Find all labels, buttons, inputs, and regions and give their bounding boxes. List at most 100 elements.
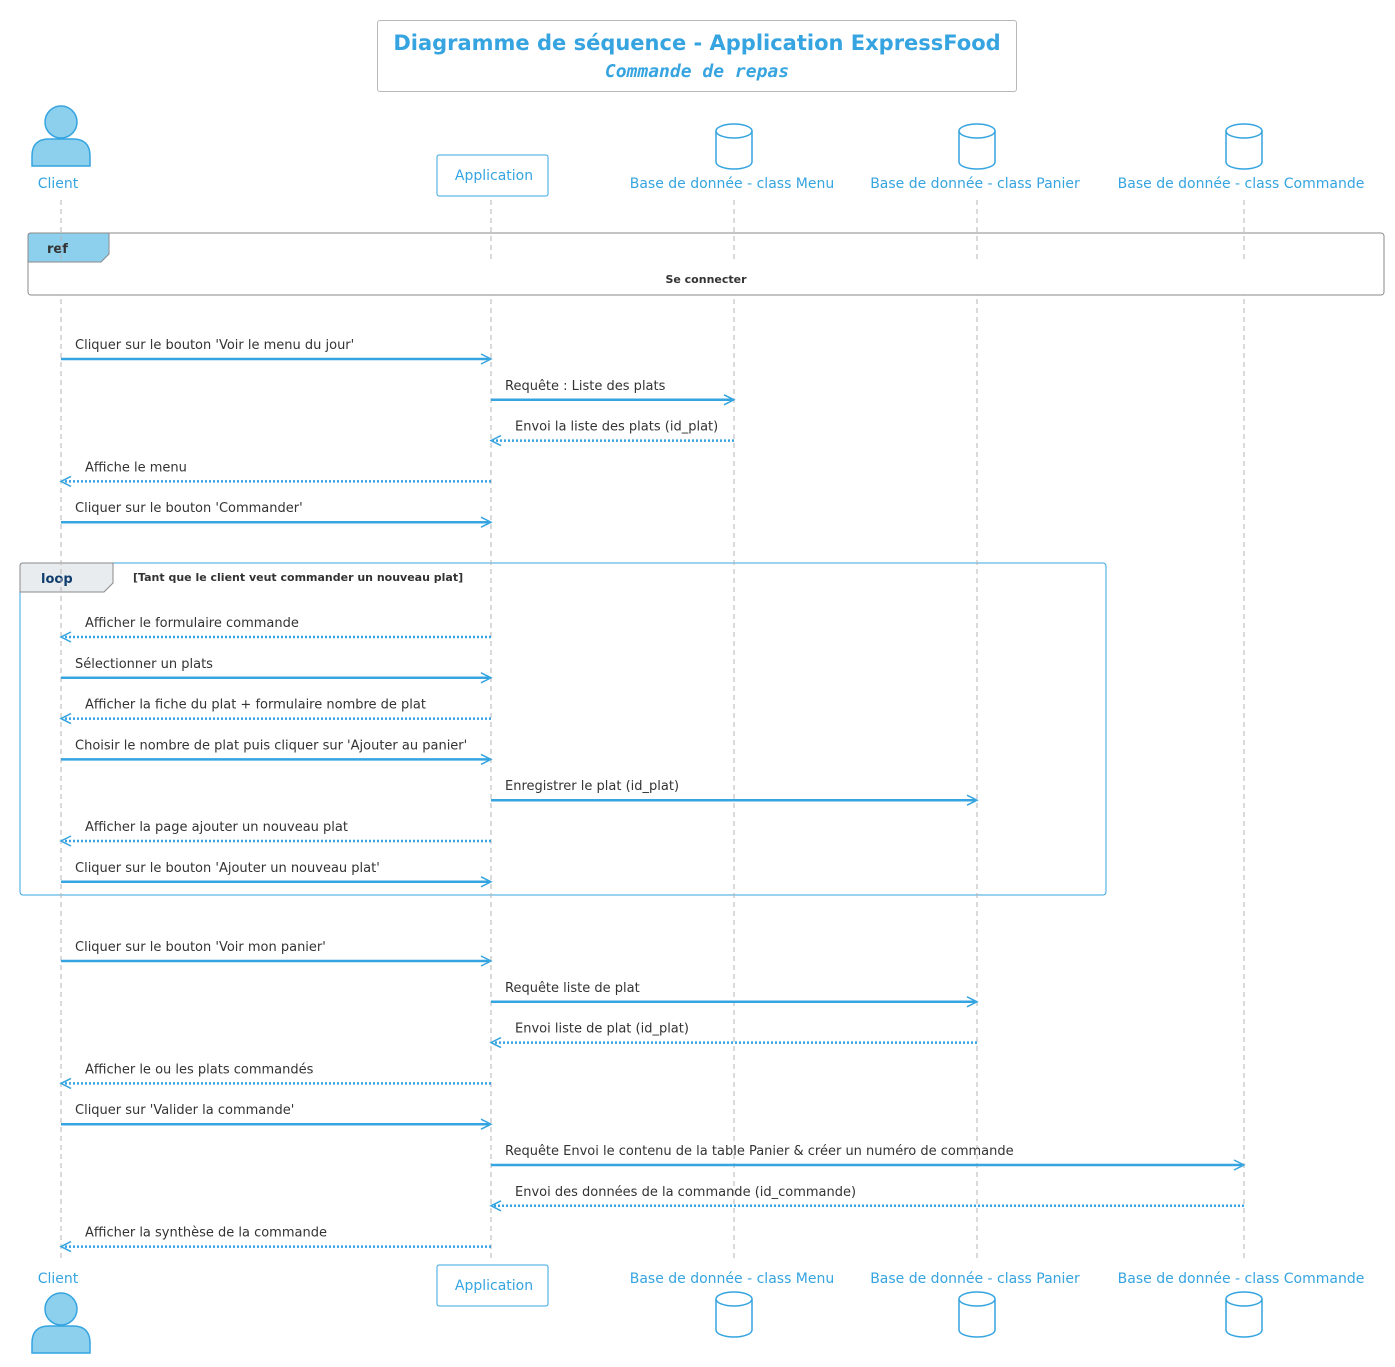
loop-frame-tag: loop (41, 572, 73, 587)
diagram-title-box: Diagramme de séquence - Application Expr… (377, 20, 1017, 92)
participant-label-top: Application (455, 168, 533, 184)
message-label: Afficher le formulaire commande (85, 616, 299, 631)
database-top (1225, 123, 1263, 139)
database-icon-bottom (958, 1291, 996, 1338)
message-label: Requête Envoi le contenu de la table Pan… (505, 1144, 1014, 1159)
message-arrow (59, 1240, 491, 1253)
message-label: Afficher la page ajouter un nouveau plat (85, 820, 348, 835)
arrowhead (59, 1077, 72, 1090)
database-icon-bottom (715, 1291, 753, 1338)
database-body (958, 131, 996, 170)
message-arrow (59, 475, 491, 488)
participant-label-bottom: Base de donnée - class Panier (870, 1271, 1080, 1287)
diagram-subtitle: Commande de repas (604, 61, 790, 82)
database-icon-top (958, 123, 996, 170)
message-label: Affiche le menu (85, 460, 187, 475)
participant-label-top: Client (38, 176, 79, 192)
message-label: Envoi liste de plat (id_plat) (515, 1022, 689, 1037)
message-arrow (61, 672, 493, 684)
message-label: Requête : Liste des plats (505, 379, 666, 394)
arrowhead (489, 434, 502, 447)
database-top (958, 1291, 996, 1307)
message-arrow (61, 516, 493, 528)
database-top (958, 123, 996, 139)
participant-label-top: Base de donnée - class Menu (630, 176, 835, 192)
arrowhead (480, 955, 493, 967)
arrowhead (59, 712, 72, 725)
arrowhead (59, 631, 72, 643)
arrowhead (480, 876, 493, 888)
database-top (715, 123, 753, 139)
message-arrow (59, 1077, 491, 1090)
message-arrow (489, 434, 734, 447)
message-label: Sélectionner un plats (75, 657, 213, 672)
arrowhead (489, 1200, 502, 1212)
arrowhead (480, 1118, 493, 1130)
participant-label-bottom: Base de donnée - class Menu (630, 1271, 835, 1287)
message-arrow (489, 1200, 1244, 1212)
message-arrow (61, 876, 493, 888)
message-label: Choisir le nombre de plat puis cliquer s… (75, 738, 467, 753)
arrowhead (1233, 1159, 1246, 1171)
arrowhead (489, 1036, 502, 1049)
ref-frame-tag: ref (47, 242, 68, 257)
database-icon-top (715, 123, 753, 170)
ref-frame-text: Se connecter (665, 273, 747, 286)
actor-icon-top (31, 105, 91, 167)
actor-body (31, 1325, 91, 1354)
ref-frame-body (29, 263, 1383, 294)
actor-icon-bottom (31, 1292, 91, 1354)
message-label: Enregistrer le plat (id_plat) (505, 779, 679, 794)
message-label: Cliquer sur le bouton 'Voir mon panier' (75, 940, 326, 955)
database-body (715, 1299, 753, 1338)
loop-frame (19, 562, 1107, 896)
message-arrow (489, 1036, 977, 1049)
database-top (1225, 1291, 1263, 1307)
arrowhead (723, 394, 736, 406)
arrowhead (480, 753, 493, 766)
actor-head (44, 1292, 78, 1326)
diagram-title: Diagramme de séquence - Application Expr… (393, 31, 1001, 55)
message-label: Cliquer sur le bouton 'Ajouter un nouvea… (75, 861, 380, 876)
message-label: Cliquer sur 'Valider la commande' (75, 1103, 294, 1118)
participant-label-bottom: Client (38, 1271, 79, 1287)
message-label: Requête liste de plat (505, 981, 640, 996)
message-arrow (491, 794, 979, 806)
message-arrow (491, 996, 979, 1008)
arrowhead (59, 475, 72, 488)
arrowhead (480, 353, 493, 365)
participant-label-top: Base de donnée - class Panier (870, 176, 1080, 192)
actor-head (44, 105, 78, 139)
message-label: Envoi la liste des plats (id_plat) (515, 420, 718, 435)
message-arrow (61, 353, 493, 365)
database-body (1225, 131, 1263, 170)
arrowhead (966, 794, 979, 806)
participant-box-bottom (436, 1264, 549, 1307)
arrowhead (59, 835, 72, 847)
message-arrow (59, 631, 491, 643)
ref-frame-tab (27, 232, 110, 263)
participant-box-top (436, 154, 549, 197)
message-label: Envoi des données de la commande (id_com… (515, 1185, 856, 1200)
message-label: Afficher la synthèse de la commande (85, 1226, 327, 1241)
database-icon-top (1225, 123, 1263, 170)
message-arrow (61, 753, 493, 766)
message-arrow (491, 394, 736, 406)
message-arrow (61, 955, 493, 967)
message-label: Cliquer sur le bouton 'Commander' (75, 501, 303, 516)
arrowhead (59, 1240, 72, 1253)
database-body (1225, 1299, 1263, 1338)
message-label: Afficher la fiche du plat + formulaire n… (85, 698, 426, 713)
database-body (958, 1299, 996, 1338)
message-arrow (491, 1159, 1246, 1171)
arrowhead (480, 672, 493, 684)
message-label: Cliquer sur le bouton 'Voir le menu du j… (75, 338, 354, 353)
message-arrow (59, 835, 491, 847)
database-top (715, 1291, 753, 1307)
arrowhead (480, 516, 493, 528)
loop-frame-guard: [Tant que le client veut commander un no… (133, 571, 463, 584)
loop-frame-tab (19, 562, 114, 593)
database-icon-bottom (1225, 1291, 1263, 1338)
participant-label-bottom: Base de donnée - class Commande (1118, 1271, 1365, 1287)
